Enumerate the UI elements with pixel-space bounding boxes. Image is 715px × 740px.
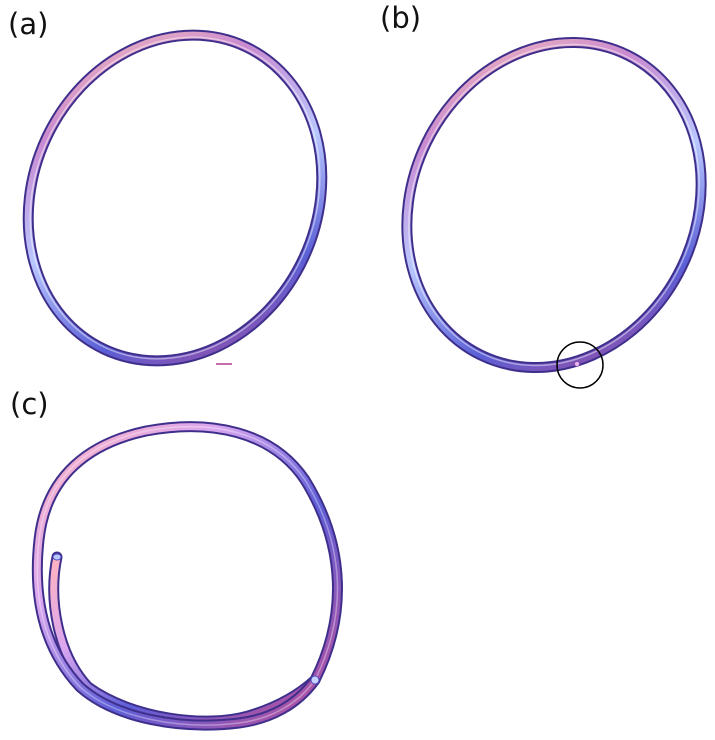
panel-c-label: (c): [10, 387, 49, 421]
panel-a-label: (a): [8, 7, 48, 41]
crossing-point-marker: [574, 361, 580, 367]
panel-b: (b): [380, 1, 707, 389]
tube-loop-b: [401, 37, 707, 373]
panel-a: (a): [8, 7, 328, 367]
panel-b-label: (b): [380, 1, 421, 35]
tube-loop-c: [31, 421, 343, 731]
tube-loop-a: [22, 29, 328, 367]
tube-end-cap-start: [52, 553, 62, 561]
highlight-circle: [556, 341, 604, 389]
panel-c: (c): [10, 387, 343, 731]
tube-end-cap-end: [310, 675, 320, 685]
